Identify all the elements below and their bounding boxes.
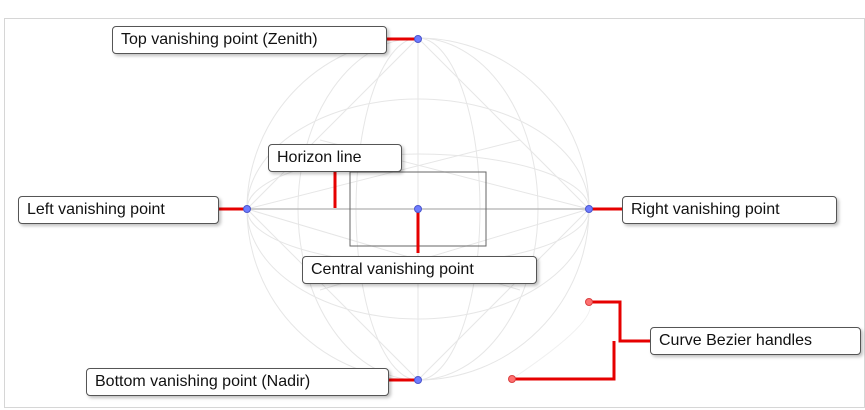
- bottom-vanishing-point-handle[interactable]: [414, 376, 422, 384]
- bezier-handle-lower[interactable]: [508, 375, 516, 383]
- bezier-curve-path: [511, 301, 591, 380]
- central-vanishing-point-handle[interactable]: [414, 205, 422, 213]
- leader-bezier-upper: [589, 300, 650, 343]
- top-vanishing-point-handle[interactable]: [414, 35, 422, 43]
- label-left-vanishing-point: Left vanishing point: [18, 196, 219, 224]
- label-right-vanishing-point: Right vanishing point: [622, 196, 837, 224]
- label-bottom-vanishing-point: Bottom vanishing point (Nadir): [86, 368, 389, 396]
- left-vanishing-point-handle[interactable]: [243, 205, 251, 213]
- label-top-vanishing-point: Top vanishing point (Zenith): [112, 26, 387, 54]
- label-curve-bezier-handles: Curve Bezier handles: [650, 327, 861, 355]
- label-central-vanishing-point: Central vanishing point: [302, 256, 537, 284]
- leader-bezier-lower: [512, 341, 616, 381]
- right-vanishing-point-handle[interactable]: [585, 205, 593, 213]
- label-horizon-line: Horizon line: [268, 144, 402, 172]
- bezier-handle-upper[interactable]: [585, 298, 593, 306]
